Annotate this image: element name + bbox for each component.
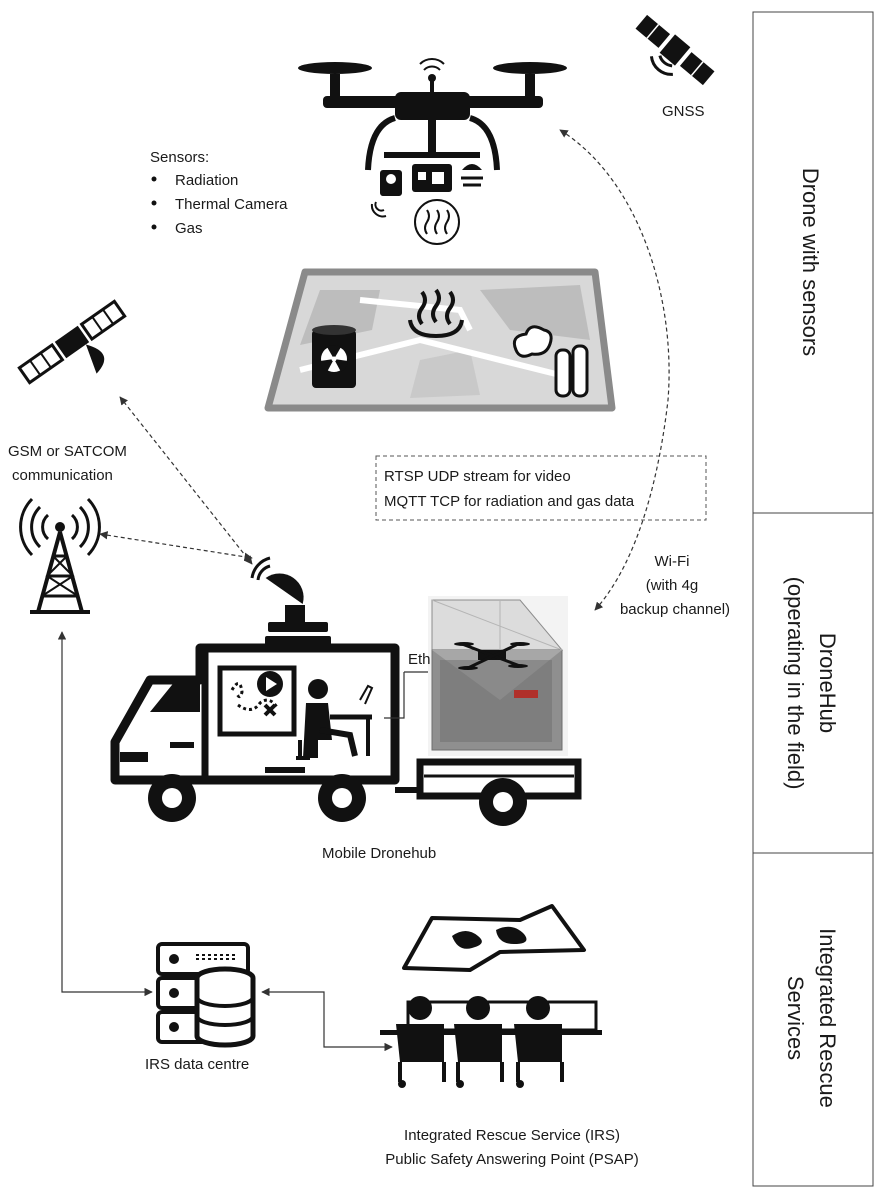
- mobile-dronehub-label: Mobile Dronehub: [322, 845, 436, 862]
- section-drone-label: Drone with sensors: [798, 168, 823, 356]
- section-column: Drone with sensors DroneHub (operating i…: [752, 11, 874, 1187]
- mobile-dronehub-van-icon: [110, 556, 582, 826]
- irs-data-centre-label: IRS data centre: [145, 1056, 249, 1073]
- wifi-link-arrow: [559, 129, 670, 611]
- drone-icon: [298, 58, 567, 245]
- section-irs-sublabel: Services: [783, 976, 808, 1060]
- irs-data-centre-icon: [156, 942, 256, 1048]
- tower-datacentre-link-arrow: [57, 631, 153, 997]
- sensor-item-gas: Gas: [175, 220, 203, 237]
- stream-box-line1: RTSP UDP stream for video: [384, 468, 571, 485]
- communication-satellite-icon: [17, 299, 127, 385]
- wifi-label-line3: backup channel): [620, 601, 730, 618]
- bullet-icon: [151, 176, 157, 182]
- gnss-satellite-icon: [635, 14, 715, 86]
- sensor-item-thermal-camera: Thermal Camera: [175, 196, 288, 213]
- section-irs-label: Integrated Rescue: [815, 928, 840, 1108]
- comm-label-line1: GSM or SATCOM: [8, 443, 127, 460]
- eth-cable-line: [384, 671, 428, 719]
- stream-protocol-box: RTSP UDP stream for video MQTT TCP for r…: [375, 455, 707, 521]
- psap-operators-icon: [380, 904, 602, 1088]
- wifi-label-line1: Wi-Fi: [655, 553, 690, 570]
- gnss-label: GNSS: [662, 103, 705, 120]
- datacentre-psap-link-arrow: [261, 987, 393, 1052]
- cell-tower-icon: [19, 497, 101, 614]
- comm-label-line2: communication: [12, 467, 113, 484]
- section-dronehub-label: DroneHub: [815, 633, 840, 733]
- dronehub-render-image: [428, 596, 568, 756]
- hazard-area-map-icon: [264, 268, 616, 412]
- section-dronehub-sublabel: (operating in the field): [783, 577, 808, 790]
- psap-label-line2: Public Safety Answering Point (PSAP): [385, 1151, 638, 1168]
- psap-label-line1: Integrated Rescue Service (IRS): [404, 1127, 620, 1144]
- sensor-item-radiation: Radiation: [175, 172, 238, 189]
- bullet-icon: [151, 224, 157, 230]
- wifi-label-line2: (with 4g: [646, 577, 699, 594]
- satcom-link-arrow: [119, 396, 253, 565]
- gsm-link-arrow: [99, 531, 253, 561]
- bullet-icon: [151, 200, 157, 206]
- stream-box-line2: MQTT TCP for radiation and gas data: [384, 493, 635, 510]
- eth-label: Eth: [408, 651, 431, 668]
- sensors-heading: Sensors:: [150, 149, 209, 166]
